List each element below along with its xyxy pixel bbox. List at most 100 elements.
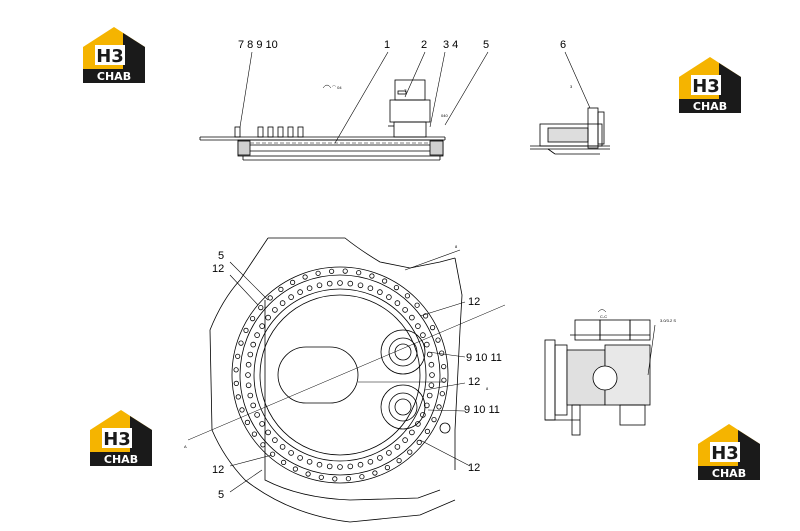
callout-left-5-bottom: 5	[218, 489, 224, 501]
bolt-hole	[402, 307, 408, 313]
bolt-hole	[328, 268, 335, 274]
bolt-hole	[297, 289, 303, 295]
bolt-hole	[316, 282, 323, 289]
bolt-hole	[381, 278, 388, 284]
bolt-hole	[269, 451, 276, 457]
callout-right-12-c: 12	[468, 462, 480, 474]
bolt-hole	[245, 382, 252, 389]
bolt-hole	[288, 450, 294, 456]
bolt-hole	[332, 476, 338, 482]
bolt-hole	[357, 461, 364, 468]
bolt-hole	[420, 332, 426, 338]
callout-right-12-b: 12	[468, 376, 480, 388]
section-detail	[544, 309, 656, 436]
callout-right-9-10-11-a: 9 10 11	[466, 352, 502, 364]
bolt-hole	[302, 274, 308, 280]
bolt-hole	[356, 270, 362, 276]
bolt-hole	[239, 407, 245, 413]
bolt-hole	[243, 327, 249, 333]
bolt-hole	[279, 444, 286, 450]
bolt-hole	[439, 350, 445, 356]
bolt-hole	[259, 421, 265, 427]
callout-3-4: 3 4	[443, 39, 458, 51]
bolt-hole	[265, 314, 271, 321]
bolt-hole	[416, 439, 422, 445]
bolt-hole	[272, 437, 278, 443]
bolt-hole	[233, 367, 239, 373]
bolt-hole	[250, 402, 257, 409]
side-section-view	[199, 51, 489, 161]
bolt-hole	[402, 437, 408, 443]
bolt-hole	[404, 293, 410, 299]
detail-side-view	[530, 51, 610, 155]
bolt-hole	[247, 351, 254, 358]
logo-icon: H3 CHAB	[698, 424, 760, 480]
bolt-hole	[235, 394, 241, 400]
ring-tag: A	[184, 444, 187, 449]
logo-icon: H3 CHAB	[90, 410, 152, 466]
top-note: ⌒ 04	[332, 84, 342, 90]
logo-mark: H3	[96, 46, 124, 67]
callout-right-12-a: 12	[468, 296, 480, 308]
callout-left-12-top: 12	[212, 263, 224, 275]
bolt-hole	[280, 459, 287, 465]
bolt-hole	[251, 431, 257, 437]
logo-mark: H3	[711, 443, 739, 464]
bolt-hole	[396, 457, 402, 464]
logo-brand: CHAB	[97, 70, 131, 83]
bolt-hole	[292, 466, 298, 472]
logo-brand: CHAB	[712, 467, 746, 480]
bolt-hole	[345, 476, 351, 482]
bolt-hole	[326, 280, 333, 287]
bolt-hole	[254, 412, 260, 418]
detail-note: 3.0/3.2 S	[660, 318, 676, 323]
bolt-hole	[409, 314, 415, 321]
bolt-hole	[244, 419, 250, 425]
bolt-hole	[423, 402, 430, 409]
bolt-hole	[415, 323, 421, 329]
logo-brand: CHAB	[104, 453, 138, 466]
bolt-hole	[414, 302, 420, 308]
bolt-hole	[426, 351, 433, 358]
bolt-hole	[415, 421, 421, 427]
bolt-hole	[247, 392, 254, 399]
bolt-hole	[305, 471, 311, 477]
bolt-hole	[367, 458, 374, 465]
bolt-hole	[394, 444, 401, 450]
bolt-hole	[441, 377, 447, 383]
bolt-hole	[250, 315, 256, 322]
bolt-hole	[279, 300, 286, 306]
bolt-hole	[424, 428, 430, 434]
top-right-label: 040	[441, 113, 448, 118]
callout-6: 6	[560, 39, 566, 51]
bolt-hole	[250, 341, 257, 348]
logo-mark: H3	[692, 76, 720, 97]
brand-logo: H3 CHAB	[83, 27, 145, 83]
bolt-hole	[297, 455, 303, 461]
bolt-hole	[377, 455, 383, 461]
right-view-tag: 3	[570, 84, 573, 89]
plan-view	[187, 237, 506, 523]
bolt-hole	[272, 307, 278, 313]
bolt-holes	[233, 268, 447, 482]
bottom-top-tag: 8	[455, 244, 458, 249]
callout-left-5-top: 5	[218, 250, 224, 262]
bolt-hole	[439, 391, 445, 397]
bolt-hole	[265, 429, 271, 436]
brand-logo: H3 CHAB	[698, 424, 760, 480]
bolt-hole	[238, 340, 244, 346]
bolt-hole	[254, 332, 260, 338]
bolt-hole	[260, 442, 266, 448]
bolt-hole	[423, 341, 430, 348]
bolt-hole	[306, 285, 313, 292]
callout-7-8-9-10: 7 8 9 10	[238, 39, 278, 51]
bolt-hole	[393, 284, 399, 291]
bolt-hole	[428, 382, 435, 389]
bottom-view-tag: 8	[486, 386, 489, 391]
bolt-hole	[357, 282, 364, 289]
bolt-hole	[315, 270, 321, 276]
bolt-hole	[431, 416, 437, 423]
bolt-hole	[316, 461, 323, 468]
bolt-hole	[233, 380, 239, 386]
